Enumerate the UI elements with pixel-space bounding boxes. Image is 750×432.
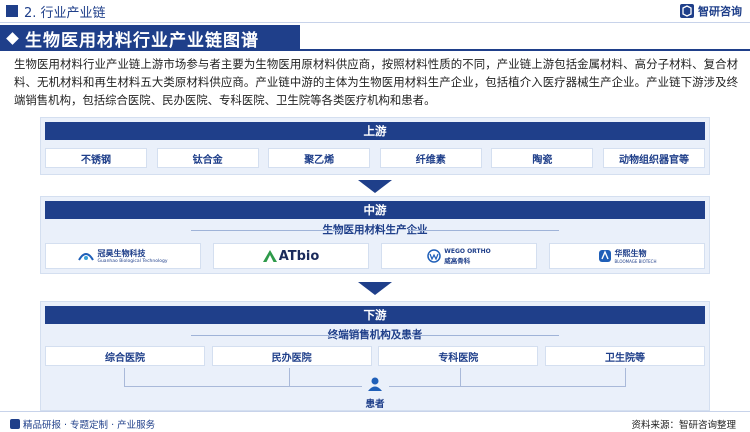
upstream-item: 动物组织器官等: [602, 148, 705, 168]
brand-logo-icon: [680, 4, 694, 18]
connector-line: [289, 368, 290, 386]
downstream-panel: 下游 终端销售机构及患者 综合医院 民办医院 专科医院 卫生院等: [40, 301, 710, 411]
company-sub: Guanhao Biological Technology: [97, 259, 168, 264]
downstream-items: 综合医院 民办医院 专科医院 卫生院等: [41, 346, 709, 366]
company-sub: WEGO ORTHO: [444, 247, 491, 255]
footer: 精品研报 · 专题定制 · 产业服务 资料来源：智研咨询整理: [0, 414, 750, 432]
connector-line: [460, 368, 461, 386]
title-underline: [300, 49, 750, 51]
arrow-down-icon: [358, 180, 392, 193]
bloomage-logo-icon: [598, 250, 611, 262]
company-sub: BLOOMAGE BIOTECH: [614, 259, 657, 264]
wego-logo-icon: [427, 249, 441, 263]
person-icon: [368, 377, 382, 391]
company-name: 冠昊生物科技: [97, 249, 146, 258]
upstream-item: 聚乙烯: [268, 148, 371, 168]
footer-source: 资料来源：智研咨询整理: [631, 420, 736, 431]
midstream-header: 中游: [45, 201, 705, 219]
midstream-companies: 冠昊生物科技 Guanhao Biological Technology ATb…: [41, 243, 709, 269]
connector-line: [389, 386, 626, 387]
downstream-item: 卫生院等: [544, 346, 705, 366]
upstream-items: 不锈钢 钛合金 聚乙烯 纤维素 陶瓷 动物组织器官等: [41, 148, 709, 168]
company-name: 华熙生物: [614, 249, 647, 258]
company-logo-guanhao: 冠昊生物科技 Guanhao Biological Technology: [45, 243, 201, 269]
connector-line: [124, 368, 125, 386]
upstream-item: 陶瓷: [491, 148, 594, 168]
downstream-item: 综合医院: [45, 346, 205, 366]
footer-divider: [0, 411, 750, 412]
downstream-header: 下游: [45, 306, 705, 324]
upstream-header: 上游: [45, 122, 705, 140]
company-logo-bloomage: 华熙生物 BLOOMAGE BIOTECH: [549, 243, 705, 269]
section-title: 2. 行业产业链: [24, 5, 106, 21]
top-bar: 2. 行业产业链 智研咨询: [0, 0, 750, 22]
upstream-item: 钛合金: [156, 148, 259, 168]
page-title-bar: 生物医用材料行业产业链图谱: [0, 25, 300, 51]
company-name: 威高骨科: [444, 256, 471, 265]
brand-small-icon: [10, 419, 20, 429]
downstream-item: 专科医院: [378, 346, 539, 366]
downstream-subtitle: 终端销售机构及患者: [41, 328, 709, 342]
brand: 智研咨询: [680, 3, 742, 19]
top-divider: [0, 22, 750, 23]
connector-line: [124, 386, 362, 387]
upstream-item: 不锈钢: [45, 148, 147, 168]
company-logo-wego: WEGO ORTHO 威高骨科: [381, 243, 537, 269]
patient-label: 患者: [365, 399, 385, 410]
patient-node: 患者: [361, 376, 389, 410]
brand-name: 智研咨询: [698, 5, 742, 18]
footer-services: 精品研报 · 专题定制 · 产业服务: [23, 420, 156, 431]
atbio-logo-icon: [262, 250, 277, 262]
connector-line: [625, 368, 626, 386]
downstream-item: 民办医院: [211, 346, 372, 366]
guanhao-logo-icon: [78, 253, 95, 261]
midstream-subtitle: 生物医用材料生产企业: [41, 223, 709, 237]
page-title: 生物医用材料行业产业链图谱: [25, 30, 259, 51]
diamond-icon: [6, 31, 19, 45]
upstream-item: 纤维素: [379, 148, 482, 168]
company-name: ATbio: [278, 248, 320, 264]
arrow-down-icon: [358, 282, 392, 295]
company-logo-atbio: ATbio: [213, 243, 369, 269]
midstream-panel: 中游 生物医用材料生产企业 冠昊生物科技 Guanhao Biological …: [40, 196, 710, 274]
intro-paragraph: 生物医用材料行业产业链上游市场参与者主要为生物医用原材料供应商，按照材料性质的不…: [14, 57, 738, 107]
section-marker-icon: [6, 5, 18, 17]
upstream-panel: 上游 不锈钢 钛合金 聚乙烯 纤维素 陶瓷 动物组织器官等: [40, 117, 710, 175]
